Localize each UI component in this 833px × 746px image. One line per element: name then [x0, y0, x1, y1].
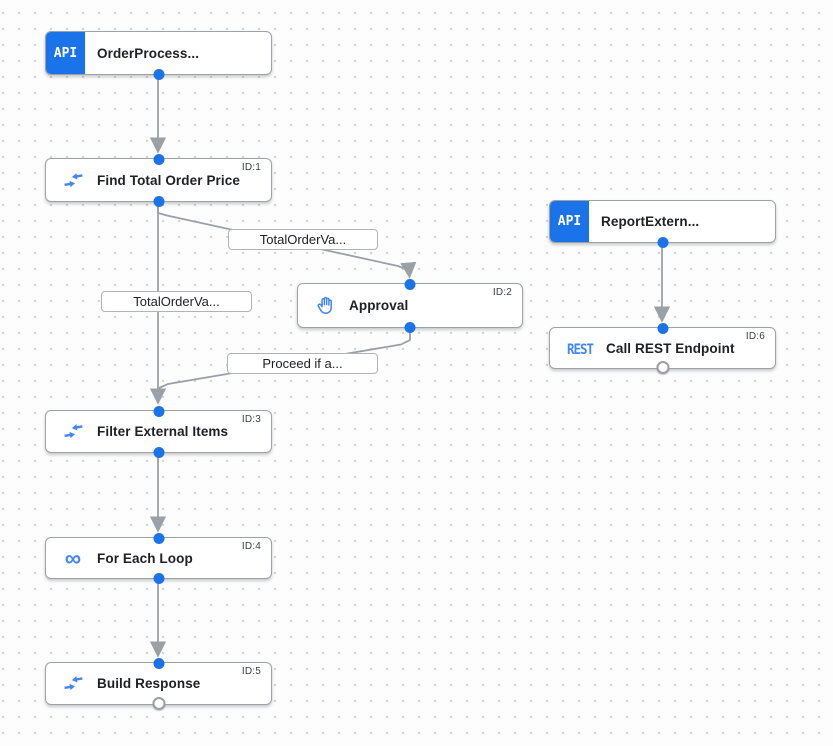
node-filter-external-items[interactable]: Filter External Items ID:3: [45, 405, 272, 458]
node-build-response[interactable]: Build Response ID:5: [45, 657, 272, 710]
top-port-connected[interactable]: [153, 153, 164, 165]
bottom-port-connected[interactable]: [153, 572, 164, 584]
top-port-connected[interactable]: [153, 405, 164, 417]
api-badge-text: API: [53, 45, 78, 61]
infinity-icon: ∞: [64, 545, 82, 571]
data-mapping-icon: [63, 424, 83, 439]
data-mapping-icon: [61, 168, 85, 192]
bottom-port-connected[interactable]: [153, 195, 164, 207]
node-id-label: ID:6: [745, 331, 765, 342]
node-for-each-loop[interactable]: ∞ For Each Loop ID:4: [45, 532, 272, 584]
edge-condition-label[interactable]: Proceed if a...: [227, 353, 378, 374]
top-port-connected[interactable]: [153, 657, 164, 669]
top-port-connected[interactable]: [657, 322, 668, 334]
approval-hand-icon: [316, 296, 332, 314]
node-title: ReportExtern...: [601, 214, 700, 229]
data-mapping-icon: [61, 420, 85, 444]
node-id-label: ID:4: [241, 541, 261, 552]
top-port-connected[interactable]: [153, 532, 164, 544]
top-port-connected[interactable]: [404, 278, 416, 290]
bottom-port-connected[interactable]: [153, 446, 164, 458]
node-id-label: ID:1: [241, 162, 261, 173]
node-id-label: ID:5: [241, 666, 261, 677]
data-mapping-icon: [63, 676, 83, 691]
node-title: Filter External Items: [97, 424, 229, 439]
node-title: OrderProcess...: [97, 45, 200, 61]
node-call-rest-endpoint[interactable]: REST Call REST Endpoint ID:6: [549, 322, 776, 374]
node-title: For Each Loop: [97, 550, 193, 566]
node-title: Build Response: [97, 676, 201, 691]
bottom-port-open[interactable]: [656, 360, 669, 374]
data-mapping-icon: [63, 172, 83, 187]
bottom-port-open[interactable]: [152, 696, 165, 710]
node-title: Approval: [349, 298, 409, 313]
node-id-label: ID:3: [241, 414, 261, 425]
node-trigger-report-extern[interactable]: API ReportExtern...: [549, 200, 776, 248]
approval-hand-icon: [313, 294, 337, 318]
rest-icon: REST: [566, 339, 594, 357]
node-trigger-order-process[interactable]: API OrderProcess...: [45, 31, 272, 80]
api-trigger-badge: API: [46, 32, 85, 74]
bottom-port-connected[interactable]: [657, 236, 668, 248]
bottom-port-connected[interactable]: [153, 68, 164, 80]
node-title: Find Total Order Price: [97, 172, 240, 188]
edge-condition-label[interactable]: TotalOrderVa...: [228, 229, 378, 250]
bottom-port-connected[interactable]: [404, 321, 416, 333]
node-id-label: ID:2: [492, 287, 512, 298]
node-title: Call REST Endpoint: [606, 340, 735, 356]
api-trigger-badge: API: [550, 201, 589, 242]
node-approval[interactable]: Approval ID:2: [297, 278, 523, 333]
edge-condition-label[interactable]: TotalOrderVa...: [101, 291, 252, 312]
api-badge-text: API: [557, 214, 582, 229]
data-mapping-icon: [61, 672, 85, 696]
